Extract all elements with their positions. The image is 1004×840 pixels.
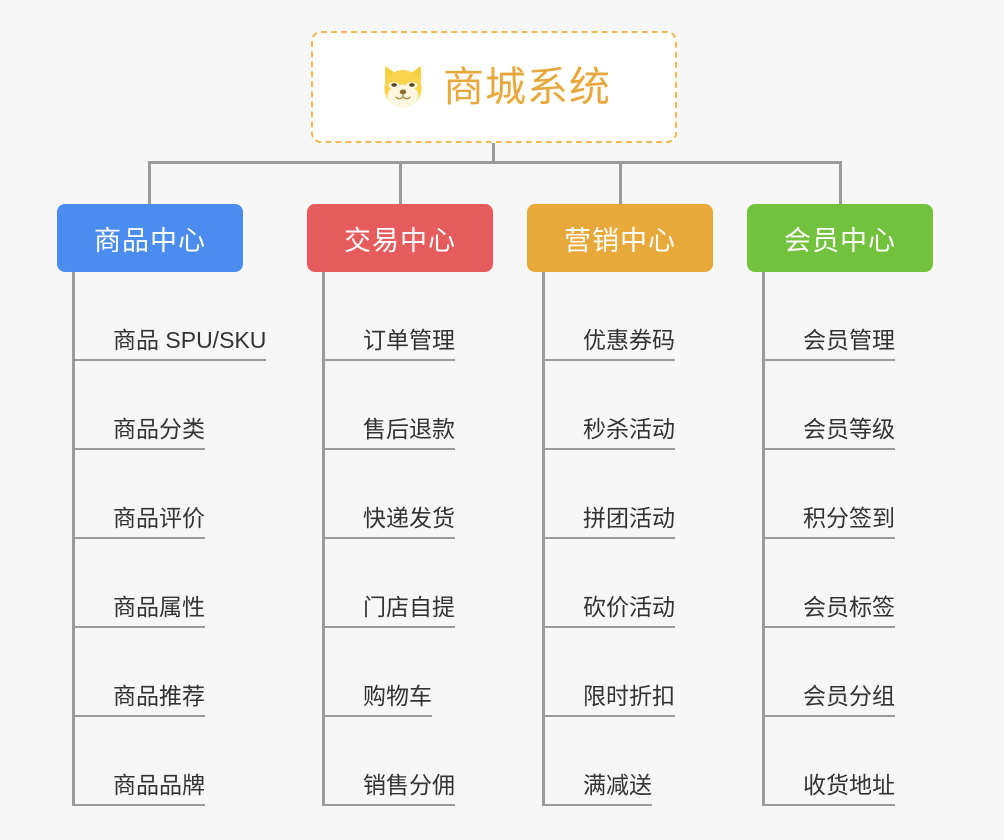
leaf-item[interactable]: 售后退款 (325, 361, 527, 450)
leaf-underline (75, 804, 205, 806)
branch-leaf-list: 优惠券码 秒杀活动 拼团活动 砍价活动 限时折扣 满减送 (542, 272, 747, 806)
branch-header-label: 交易中心 (344, 225, 456, 256)
leaf-item[interactable]: 商品属性 (75, 539, 307, 628)
connector-horizontal-bus (148, 161, 842, 164)
leaf-item[interactable]: 会员标签 (765, 539, 947, 628)
branch-header-label: 商品中心 (94, 225, 206, 256)
branch-column-trade-center: 交易中心 订单管理 售后退款 快递发货 门店自提 购物车 销售分佣 (307, 204, 527, 806)
leaf-item[interactable]: 限时折扣 (545, 628, 747, 717)
leaf-label: 限时折扣 (583, 683, 675, 710)
leaf-item[interactable]: 砍价活动 (545, 539, 747, 628)
leaf-underline (75, 448, 205, 450)
leaf-item[interactable]: 商品评价 (75, 450, 307, 539)
leaf-underline (325, 448, 455, 450)
leaf-underline (545, 804, 652, 806)
leaf-underline (765, 715, 895, 717)
leaf-underline (325, 804, 455, 806)
branch-header-label: 会员中心 (784, 225, 896, 256)
leaf-underline (75, 626, 205, 628)
connector-drop-branch-3 (839, 161, 842, 204)
leaf-item[interactable]: 会员等级 (765, 361, 947, 450)
leaf-label: 满减送 (583, 772, 652, 799)
connector-drop-branch-1 (399, 161, 402, 204)
leaf-underline (545, 626, 675, 628)
leaf-label: 商品属性 (113, 594, 205, 621)
branch-leaf-list: 订单管理 售后退款 快递发货 门店自提 购物车 销售分佣 (322, 272, 527, 806)
leaf-label: 秒杀活动 (583, 416, 675, 443)
leaf-underline (765, 359, 895, 361)
leaf-label: 会员分组 (803, 683, 895, 710)
leaf-label: 销售分佣 (363, 772, 455, 799)
leaf-underline (75, 359, 266, 361)
leaf-item[interactable]: 销售分佣 (325, 717, 527, 806)
branch-header-trade-center[interactable]: 交易中心 (307, 204, 493, 272)
branch-leaf-list: 商品 SPU/SKU 商品分类 商品评价 商品属性 商品推荐 商品品牌 (72, 272, 307, 806)
leaf-underline (545, 537, 675, 539)
connector-drop-branch-0 (148, 161, 151, 204)
leaf-label: 快递发货 (363, 505, 455, 532)
branch-leaf-list: 会员管理 会员等级 积分签到 会员标签 会员分组 收货地址 (762, 272, 947, 806)
leaf-label: 商品品牌 (113, 772, 205, 799)
leaf-item[interactable]: 优惠券码 (545, 272, 747, 361)
root-title: 商城系统 (443, 63, 611, 110)
leaf-item[interactable]: 商品分类 (75, 361, 307, 450)
leaf-item[interactable]: 商品品牌 (75, 717, 307, 806)
leaf-item[interactable]: 快递发货 (325, 450, 527, 539)
leaf-label: 商品推荐 (113, 683, 205, 710)
leaf-underline (765, 448, 895, 450)
leaf-underline (545, 715, 675, 717)
connector-root-stem (492, 143, 495, 164)
leaf-item[interactable]: 购物车 (325, 628, 527, 717)
leaf-item[interactable]: 秒杀活动 (545, 361, 747, 450)
branch-header-marketing-center[interactable]: 营销中心 (527, 204, 713, 272)
leaf-label: 拼团活动 (583, 505, 675, 532)
leaf-item[interactable]: 商品推荐 (75, 628, 307, 717)
leaf-item[interactable]: 满减送 (545, 717, 747, 806)
leaf-underline (75, 537, 205, 539)
leaf-underline (325, 715, 432, 717)
leaf-item[interactable]: 积分签到 (765, 450, 947, 539)
branch-header-label: 营销中心 (564, 225, 676, 256)
root-node[interactable]: 商城系统 (311, 31, 677, 143)
leaf-label: 订单管理 (363, 327, 455, 354)
leaf-label: 会员管理 (803, 327, 895, 354)
leaf-underline (325, 626, 455, 628)
leaf-label: 门店自提 (363, 594, 455, 621)
leaf-item[interactable]: 会员管理 (765, 272, 947, 361)
branch-column-marketing-center: 营销中心 优惠券码 秒杀活动 拼团活动 砍价活动 限时折扣 满减送 (527, 204, 747, 806)
branch-column-product-center: 商品中心 商品 SPU/SKU 商品分类 商品评价 商品属性 商品推荐 商品品牌 (57, 204, 307, 806)
leaf-underline (75, 715, 205, 717)
leaf-underline (545, 359, 675, 361)
leaf-label: 商品 SPU/SKU (113, 327, 267, 354)
branch-header-product-center[interactable]: 商品中心 (57, 204, 243, 272)
leaf-underline (765, 804, 895, 806)
leaf-underline (765, 537, 895, 539)
leaf-item[interactable]: 拼团活动 (545, 450, 747, 539)
leaf-item[interactable]: 商品 SPU/SKU (75, 272, 307, 361)
leaf-underline (325, 359, 455, 361)
leaf-underline (545, 448, 675, 450)
leaf-underline (325, 537, 455, 539)
leaf-label: 售后退款 (363, 416, 455, 443)
branch-column-member-center: 会员中心 会员管理 会员等级 积分签到 会员标签 会员分组 收货地址 (747, 204, 947, 806)
leaf-item[interactable]: 门店自提 (325, 539, 527, 628)
connector-drop-branch-2 (619, 161, 622, 204)
leaf-label: 优惠券码 (583, 327, 675, 354)
leaf-label: 会员等级 (803, 416, 895, 443)
leaf-label: 商品分类 (113, 416, 205, 443)
leaf-label: 购物车 (363, 683, 432, 710)
leaf-label: 砍价活动 (583, 594, 675, 621)
leaf-label: 积分签到 (803, 505, 895, 532)
leaf-item[interactable]: 订单管理 (325, 272, 527, 361)
leaf-label: 收货地址 (803, 772, 895, 799)
leaf-item[interactable]: 收货地址 (765, 717, 947, 806)
leaf-label: 商品评价 (113, 505, 205, 532)
leaf-label: 会员标签 (803, 594, 895, 621)
leaf-item[interactable]: 会员分组 (765, 628, 947, 717)
leaf-underline (765, 626, 895, 628)
branch-header-member-center[interactable]: 会员中心 (747, 204, 933, 272)
shiba-inu-dog-face-icon (384, 65, 422, 108)
